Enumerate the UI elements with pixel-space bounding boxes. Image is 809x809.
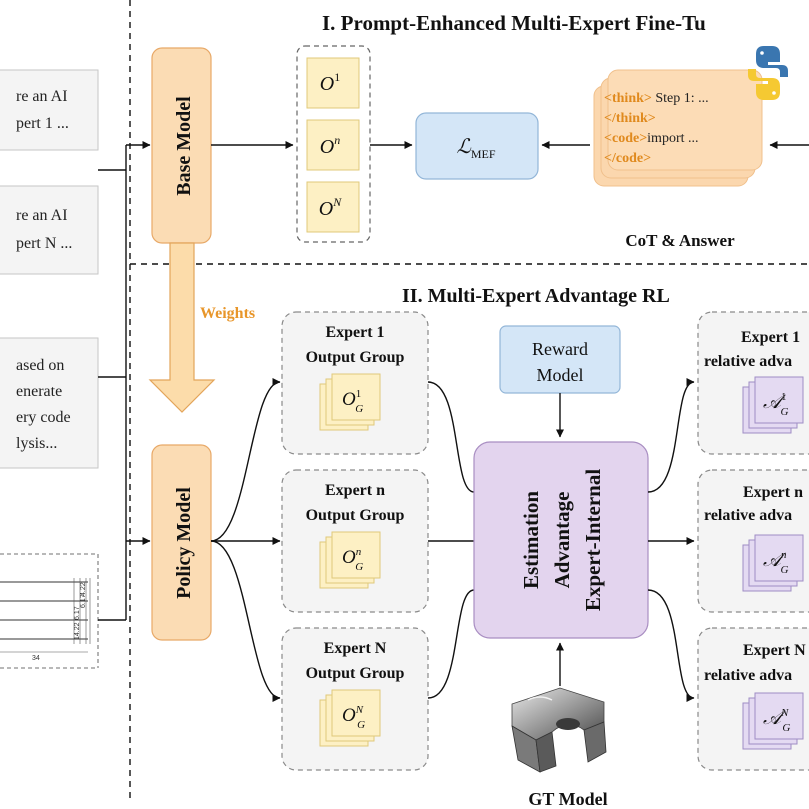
prompt-line: enerate bbox=[16, 383, 62, 400]
output-label-1: O1 bbox=[320, 70, 340, 95]
prompt-box-expert-n: re an AI pert N ... bbox=[0, 185, 99, 275]
gt-model-label: GT Model bbox=[528, 789, 607, 809]
weights-arrow bbox=[148, 242, 216, 413]
advantage-title: Expert N bbox=[743, 642, 806, 659]
reward-model-block: Reward Model bbox=[499, 325, 621, 394]
cot-answer-caption: CoT & Answer bbox=[625, 231, 735, 250]
base-model-label: Base Model bbox=[173, 96, 195, 196]
prompt-line: re an AI bbox=[16, 207, 68, 224]
python-logo-icon bbox=[748, 46, 788, 100]
drawing-dim: 6.17 bbox=[74, 606, 81, 620]
drawing-dim: 34 bbox=[32, 655, 40, 662]
group-title: Expert 1 bbox=[325, 324, 384, 341]
output-label-n: On bbox=[320, 133, 340, 158]
prompt-line: re an AI bbox=[16, 88, 68, 105]
cot-line: <code>import ... bbox=[604, 131, 699, 146]
output-box bbox=[306, 119, 360, 171]
advantage-title: Expert 1 bbox=[741, 329, 800, 346]
advantage-title: Expert n bbox=[743, 484, 803, 501]
cot-line: <think> Step 1: ... bbox=[604, 91, 709, 106]
prompt-line: pert N ... bbox=[16, 235, 72, 252]
group-title: Expert N bbox=[324, 640, 387, 657]
input-connectors bbox=[98, 141, 151, 621]
output-box bbox=[306, 57, 360, 109]
prompt-box-expert-1: re an AI pert 1 ... bbox=[0, 69, 99, 151]
base-model-block: Base Model bbox=[151, 47, 212, 244]
mechanical-drawing-icon: 14.22 6.17 6.17 4.22 34 bbox=[0, 553, 99, 669]
reward-model-label: Model bbox=[537, 365, 584, 385]
prompt-line: pert 1 ... bbox=[16, 115, 69, 132]
prompt-line: ery code bbox=[16, 409, 71, 426]
drawing-dim: 4.22 bbox=[80, 582, 87, 596]
estimation-label: Advantage bbox=[550, 492, 574, 589]
loss-label: ℒMEF bbox=[456, 136, 495, 161]
loss-block: ℒMEF bbox=[415, 112, 539, 180]
section2-title: II. Multi-Expert Advantage RL bbox=[402, 285, 670, 307]
policy-model-label: Policy Model bbox=[173, 487, 195, 599]
cot-line: </think> bbox=[604, 111, 656, 126]
weights-label: Weights bbox=[200, 305, 255, 322]
prompt-line: ased on bbox=[16, 357, 64, 374]
output-label-N: ON bbox=[319, 195, 342, 220]
group-title: Expert n bbox=[325, 482, 385, 499]
drawing-dim: 14.22 bbox=[74, 622, 81, 640]
cot-answer-stack: <think> Step 1: ... </think> <code>impor… bbox=[593, 69, 763, 187]
policy-model-block: Policy Model bbox=[151, 444, 212, 641]
output-box bbox=[306, 181, 360, 233]
estimation-block: Expert-Internal Advantage Estimation bbox=[473, 441, 649, 639]
policy-to-groups-arrows bbox=[210, 378, 281, 702]
prompt-line: lysis... bbox=[16, 435, 57, 452]
drawing-dim: 6.17 bbox=[80, 594, 87, 608]
advantage-subtitle: relative adva bbox=[704, 507, 792, 524]
reward-model-label: Reward bbox=[532, 339, 588, 359]
group-subtitle: Output Group bbox=[306, 349, 405, 366]
estimation-to-advantage-arrows bbox=[647, 378, 695, 702]
advantage-subtitle: relative adva bbox=[704, 353, 792, 370]
group-subtitle: Output Group bbox=[306, 507, 405, 524]
gt-model-3d-part-icon bbox=[511, 687, 607, 773]
groups-to-estimation-lines bbox=[427, 381, 475, 699]
cot-line: </code> bbox=[604, 151, 651, 166]
advantage-subtitle: relative adva bbox=[704, 667, 792, 684]
estimation-label: Estimation bbox=[519, 491, 543, 589]
estimation-label: Expert-Internal bbox=[581, 469, 605, 611]
prompt-box-task: ased on enerate ery code lysis... bbox=[0, 337, 99, 469]
section1-title: I. Prompt-Enhanced Multi-Expert Fine-Tu bbox=[322, 11, 706, 35]
group-subtitle: Output Group bbox=[306, 665, 405, 682]
outputs-group: O1 On ON bbox=[296, 45, 371, 243]
